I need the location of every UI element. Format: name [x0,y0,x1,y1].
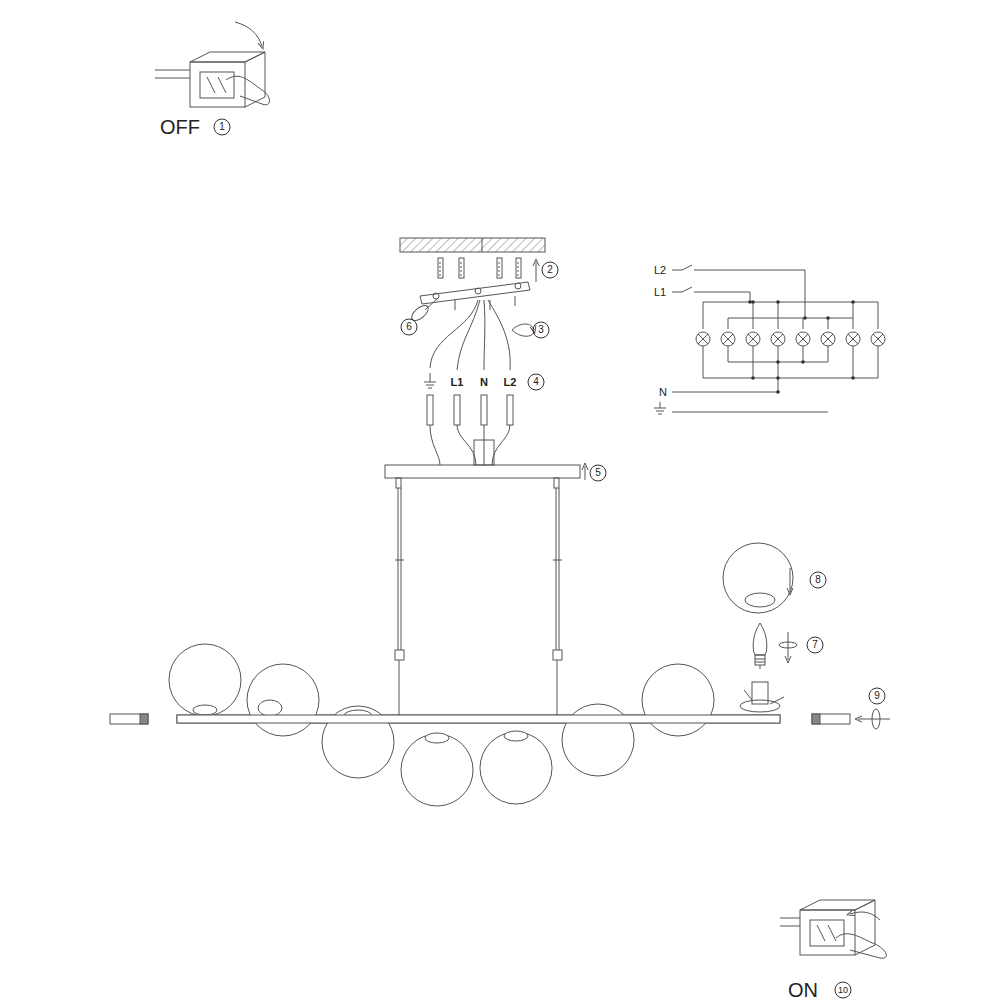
switch-off [155,22,270,107]
end-cap [812,714,850,724]
signal-label: L1 [654,287,666,298]
supply-wires [424,300,534,465]
word-label: OFF [160,117,200,137]
callout-number: 7 [812,640,818,650]
wire-label: L2 [504,377,517,388]
callout-number: 6 [406,322,412,332]
callout-number: 1 [219,122,225,132]
callout-number: 5 [595,468,601,478]
lamp-holder [740,682,784,712]
canopy [385,465,580,478]
lamp-bar [177,715,780,723]
wire-label: L1 [451,377,464,388]
screwdriver [409,298,438,323]
glass-globes [169,644,780,806]
switch-on [780,900,886,958]
mounting-bracket [420,282,530,304]
callout-number: 8 [815,575,821,585]
wiring-schematic [654,265,885,414]
callout-number: 9 [874,691,880,701]
word-label: ON [788,980,818,1000]
globe [723,543,793,613]
signal-label: L2 [654,265,666,276]
suspension-rods [395,478,562,715]
callout-number: 4 [533,377,539,387]
bulb [753,623,797,669]
callout-number: 3 [538,325,544,335]
signal-label: N [659,387,667,398]
callout-number: 10 [838,986,848,995]
callout-circles [214,119,885,998]
ceiling [400,238,545,252]
screws [438,258,536,310]
end-cap [110,714,148,724]
callout-number: 2 [547,265,553,275]
wire-label: N [480,377,488,388]
